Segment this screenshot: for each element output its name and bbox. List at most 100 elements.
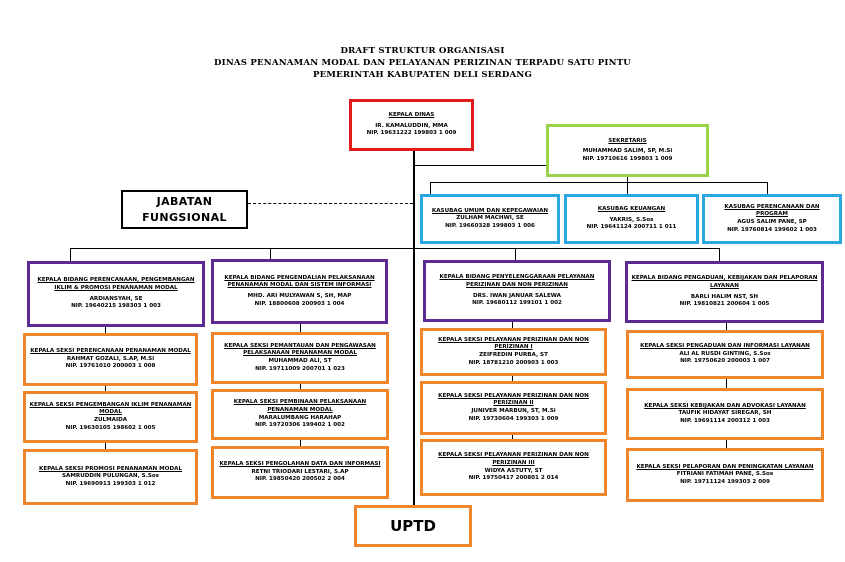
kasubag-umum-box: KASUBAG UMUM DAN KEPEGAWAIAN ZULHAM MACH…	[420, 194, 560, 244]
kasubag-keuangan-box: KASUBAG KEUANGAN YAKRIS, S.Sos NIP. 1964…	[564, 194, 699, 244]
seksi-box: KEPALA SEKSI PERENCANAAN PENANAMAN MODAL…	[23, 333, 198, 386]
seksi-name: RAHMAT GOZALI, S.AP, M.Si	[66, 355, 155, 362]
jabatan-line1: JABATAN	[156, 195, 213, 209]
bidang-title: KEPALA BIDANG PERENCANAAN, PENGEMBANGAN …	[37, 277, 195, 291]
connector-bidang-drop-3	[515, 248, 516, 261]
jabatan-line2: FUNGSIONAL	[142, 210, 227, 224]
connector-jabatan-dashed	[248, 203, 413, 204]
kepala-dinas-box: KEPALA DINAS IR. KAMALUDDIN, MMA NIP. 19…	[349, 99, 474, 151]
seksi-title: KEPALA SEKSI PENGADUAN DAN INFORMASI LAY…	[640, 343, 810, 350]
kasubag-name: AGUS SALIM PANE, SP	[737, 219, 807, 225]
seksi-nip: NIP. 18781210 200903 1 003	[468, 359, 559, 366]
sekretaris-title: SEKRETARIS	[608, 137, 647, 144]
seksi-name: JUNIVER MARBUN, ST, M.Si	[471, 408, 556, 414]
bidang-name: MHD. ARI MULYAWAN S, SH, MAP	[247, 293, 352, 299]
seksi-title: KEPALA SEKSI PENGOLAHAN DATA DAN INFORMA…	[219, 461, 381, 468]
seksi-box: KEPALA SEKSI KEBIJAKAN DAN ADVOKASI LAYA…	[626, 388, 824, 440]
seksi-box: KEPALA SEKSI PEMBINAAN PELAKSANAAN PENAN…	[211, 389, 389, 440]
seksi-title: KEPALA SEKSI PENGEMBANGAN IKLIM PENANAMA…	[29, 401, 192, 416]
seksi-box: KEPALA SEKSI PENGEMBANGAN IKLIM PENANAMA…	[23, 391, 198, 443]
kepala-dinas-nip: NIP. 19631222 199803 1 009	[366, 130, 457, 137]
bidang-nip: NIP. 19680112 199101 1 002	[472, 300, 562, 307]
seksi-nip: NIP. 19690913 199303 1 012	[65, 480, 156, 487]
bidang-pengendalian-box: KEPALA BIDANG PENGENDALIAN PELAKSANAAN P…	[211, 259, 388, 324]
seksi-title: KEPALA SEKSI PELAYANAN PERIZINAN DAN NON…	[438, 392, 589, 407]
connector-bidang-drop-1	[70, 248, 71, 261]
seksi-title: KEPALA SEKSI PELAYANAN PERIZINAN DAN NON…	[438, 452, 589, 466]
seksi-name: WIDYA ASTUTY, ST	[484, 467, 543, 474]
uptd-box: UPTD	[354, 505, 472, 547]
bidang-name: DRS. IWAN JANUAR SALEWA	[472, 292, 562, 299]
connector-bidang-drop-4	[719, 248, 720, 261]
kasubag-nip: NIP. 19760814 199602 1 003	[727, 226, 817, 233]
connector-sekretaris-horizontal	[414, 165, 548, 166]
seksi-nip: NIP. 19720306 199402 1 002	[255, 422, 345, 429]
kasubag-title: KASUBAG UMUM DAN KEPEGAWAIAN	[431, 207, 549, 214]
seksi-nip: NIP. 19691114 200312 1 003	[680, 417, 770, 424]
seksi-nip: NIP. 19711124 199303 2 009	[680, 478, 770, 485]
kasubag-nip: NIP. 19641124 200711 1 011	[586, 224, 677, 231]
seksi-box: KEPALA SEKSI PEMANTAUAN DAN PENGAWASAN P…	[211, 332, 389, 384]
kepala-dinas-name: IR. KAMALUDDIN, MMA	[375, 122, 448, 129]
sekretaris-nip: NIP. 19710616 199803 1 009	[582, 155, 673, 162]
seksi-nip: NIP. 19630105 198602 1 005	[65, 424, 156, 431]
seksi-nip: NIP. 19750417 200801 2 014	[468, 475, 559, 482]
bidang-nip: NIP. 19810821 200604 1 005	[679, 301, 770, 308]
bidang-name: ARDIANSYAH, SE	[89, 295, 143, 302]
jabatan-fungsional-box: JABATAN FUNGSIONAL	[121, 190, 248, 229]
bidang-title: KEPALA BIDANG PENGADUAN, KEBIJAKAN DAN P…	[631, 275, 818, 289]
bidang-title: KEPALA BIDANG PENGENDALIAN PELAKSANAAN P…	[224, 274, 375, 289]
seksi-title: KEPALA SEKSI PELAPORAN DAN PENINGKATAN L…	[636, 463, 814, 470]
bidang-name: BARLI HALIM NST, SH	[690, 293, 759, 300]
connector-column-1	[105, 326, 106, 450]
connector-main-vertical	[413, 150, 415, 506]
seksi-title: KEPALA SEKSI PERENCANAAN PENANAMAN MODAL	[30, 348, 191, 355]
bidang-title: KEPALA BIDANG PENYELENGGARAAN PELAYANAN …	[439, 274, 595, 288]
kasubag-name: YAKRIS, S.Sos	[609, 216, 654, 223]
chart-title-line3: PEMERINTAH KABUPATEN DELI SERDANG	[312, 70, 533, 80]
bidang-pengaduan-box: KEPALA BIDANG PENGADUAN, KEBIJAKAN DAN P…	[625, 261, 824, 323]
chart-title-line2: DINAS PENANAMAN MODAL DAN PELAYANAN PERI…	[214, 58, 631, 68]
bidang-penyelenggaraan-box: KEPALA BIDANG PENYELENGGARAAN PELAYANAN …	[423, 260, 611, 322]
seksi-box: KEPALA SEKSI PROMOSI PENANAMAN MODAL SAM…	[23, 449, 198, 505]
seksi-nip: NIP. 19730604 199303 1 009	[468, 415, 559, 422]
seksi-nip: NIP. 19711009 200701 1 023	[255, 365, 345, 372]
connector-column-4	[726, 323, 727, 450]
seksi-box: KEPALA SEKSI PELAYANAN PERIZINAN DAN NON…	[420, 381, 607, 435]
seksi-name: SAMRUDDIN PULUNGAN, S.Sos	[61, 473, 160, 480]
connector-bidang-horizontal	[70, 248, 720, 249]
connector-kasubag-drop-3	[767, 182, 768, 195]
seksi-title: KEPALA SEKSI PEMBINAAN PELAKSANAAN PENAN…	[233, 399, 367, 413]
seksi-name: MUHAMMAD ALI, ST	[268, 358, 332, 364]
seksi-name: ZULMAIDA	[93, 417, 128, 423]
seksi-name: ZEIFREDIN PURBA, ST	[479, 352, 548, 358]
seksi-name: ALI AL RUSDI GINTING, S.Sos	[679, 350, 771, 357]
connector-kasubag-horizontal	[430, 182, 768, 183]
seksi-nip: NIP. 19850420 200502 2 004	[255, 476, 345, 483]
seksi-title: KEPALA SEKSI PEMANTAUAN DAN PENGAWASAN P…	[224, 342, 376, 357]
sekretaris-box: SEKRETARIS MUHAMMAD SALIM, SP, M.Si NIP.…	[546, 124, 709, 177]
seksi-box: KEPALA SEKSI PENGADUAN DAN INFORMASI LAY…	[626, 330, 824, 379]
seksi-name: MARALUMBANG HARAHAP	[258, 414, 342, 421]
seksi-box: KEPALA SEKSI PENGOLAHAN DATA DAN INFORMA…	[211, 446, 389, 499]
sekretaris-name: MUHAMMAD SALIM, SP, M.Si	[582, 148, 673, 155]
seksi-title: KEPALA SEKSI PELAYANAN PERIZINAN DAN NON…	[438, 336, 589, 351]
bidang-perencanaan-box: KEPALA BIDANG PERENCANAAN, PENGEMBANGAN …	[27, 261, 205, 327]
seksi-name: FITRIANI FATIMAH PANE, S.Sos	[676, 471, 774, 478]
seksi-box: KEPALA SEKSI PELAPORAN DAN PENINGKATAN L…	[626, 448, 824, 502]
seksi-box: KEPALA SEKSI PELAYANAN PERIZINAN DAN NON…	[420, 439, 607, 496]
kasubag-title: KASUBAG PERENCANAAN DAN PROGRAM	[724, 203, 820, 218]
uptd-label: UPTD	[390, 517, 436, 535]
connector-kasubag-drop-2	[627, 177, 628, 195]
seksi-title: KEPALA SEKSI KEBIJAKAN DAN ADVOKASI LAYA…	[644, 402, 806, 409]
kasubag-name: ZULHAM MACHWI, SE	[456, 215, 524, 222]
bidang-nip: NIP. 18800608 200903 1 004	[254, 300, 345, 307]
bidang-nip: NIP. 19640215 198303 1 003	[71, 303, 161, 310]
seksi-nip: NIP. 19761010 200003 1 008	[65, 363, 156, 370]
connector-bidang-drop-2	[270, 248, 271, 261]
seksi-nip: NIP. 19750620 200003 1 007	[680, 358, 770, 365]
kasubag-title: KASUBAG KEUANGAN	[597, 206, 666, 213]
seksi-box: KEPALA SEKSI PELAYANAN PERIZINAN DAN NON…	[420, 328, 607, 376]
kepala-dinas-title: KEPALA DINAS	[388, 112, 435, 119]
seksi-name: TAUFIK HIDAYAT SIREGAR, SH	[678, 410, 772, 417]
